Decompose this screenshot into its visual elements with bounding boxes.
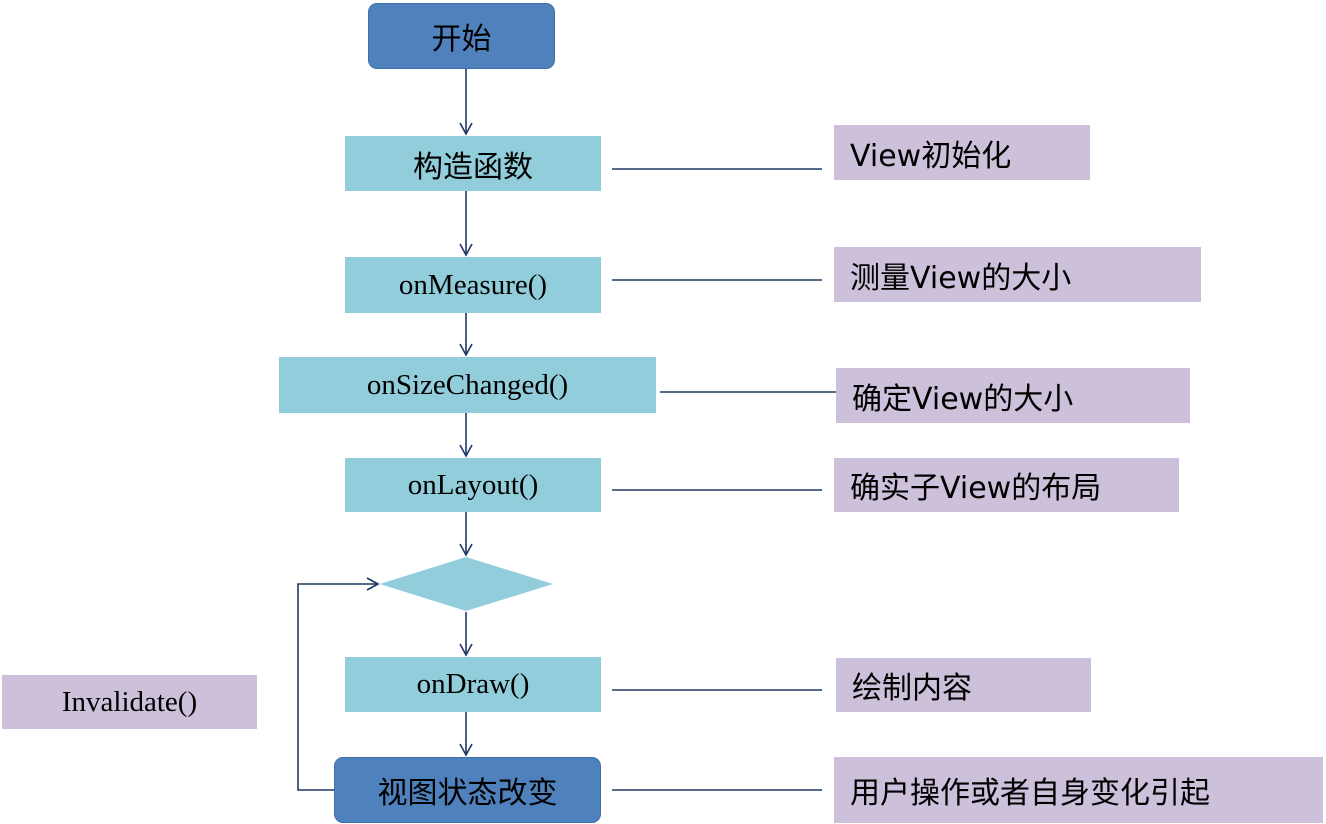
start-node: 开始 xyxy=(368,3,555,69)
on-size-changed-step: onSizeChanged() xyxy=(279,357,656,413)
decision-diamond xyxy=(380,557,553,611)
note-on-measure: 测量View的大小 xyxy=(834,247,1201,302)
note-invalidate: Invalidate() xyxy=(2,675,257,729)
on-measure-step: onMeasure() xyxy=(345,257,601,313)
note-view-state-change: 用户操作或者自身变化引起 xyxy=(834,757,1323,823)
on-draw-step: onDraw() xyxy=(345,657,601,712)
constructor-step: 构造函数 xyxy=(345,136,601,191)
on-layout-step: onLayout() xyxy=(345,458,601,512)
note-on-size-changed: 确定View的大小 xyxy=(836,368,1190,423)
note-on-draw: 绘制内容 xyxy=(836,658,1091,712)
note-constructor: View初始化 xyxy=(834,125,1090,180)
view-state-change-node: 视图状态改变 xyxy=(334,757,601,823)
note-on-layout: 确实子View的布局 xyxy=(834,458,1179,512)
loop-back-arrow xyxy=(297,577,380,791)
